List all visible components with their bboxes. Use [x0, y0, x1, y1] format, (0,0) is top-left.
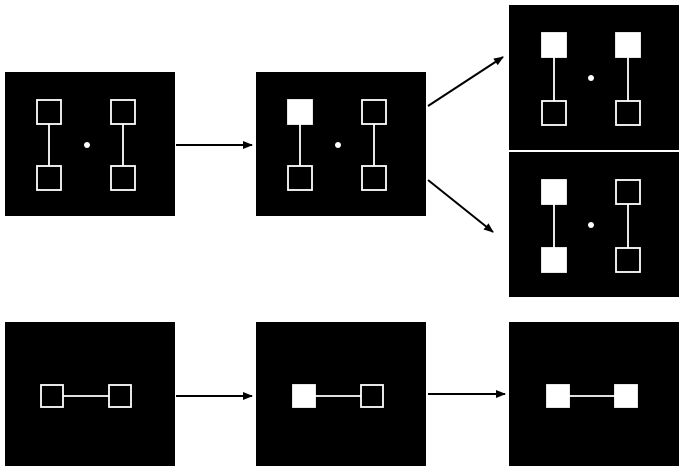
panel-row1-target-different-object: [509, 152, 679, 297]
square-left-top: [287, 99, 313, 125]
two-rectangle-stimulus: [541, 179, 641, 273]
square-left-top: [541, 32, 567, 58]
fixation-dot: [335, 142, 341, 148]
panel-row1-initial: [5, 72, 175, 216]
fixation-dot: [588, 222, 594, 228]
arrow-row1-cue-to-different-object: [427, 179, 494, 233]
single-object-stimulus: [40, 384, 132, 408]
single-object-stimulus: [546, 384, 638, 408]
panel-row1-cue: [256, 72, 426, 216]
two-rectangle-stimulus: [36, 99, 136, 191]
panel-row1-target-same-object: [509, 5, 679, 150]
fixation-dot: [588, 75, 594, 81]
two-rectangle-stimulus: [287, 99, 387, 191]
single-object-stimulus: [292, 384, 384, 408]
arrow-row1-cue-to-same-object: [427, 56, 504, 107]
panel-row2-cue: [256, 322, 426, 466]
panel-row2-initial: [5, 322, 175, 466]
square-right-top: [615, 32, 641, 58]
fixation-dot: [84, 142, 90, 148]
panel-row2-target: [509, 322, 679, 466]
two-rectangle-stimulus: [541, 32, 641, 126]
